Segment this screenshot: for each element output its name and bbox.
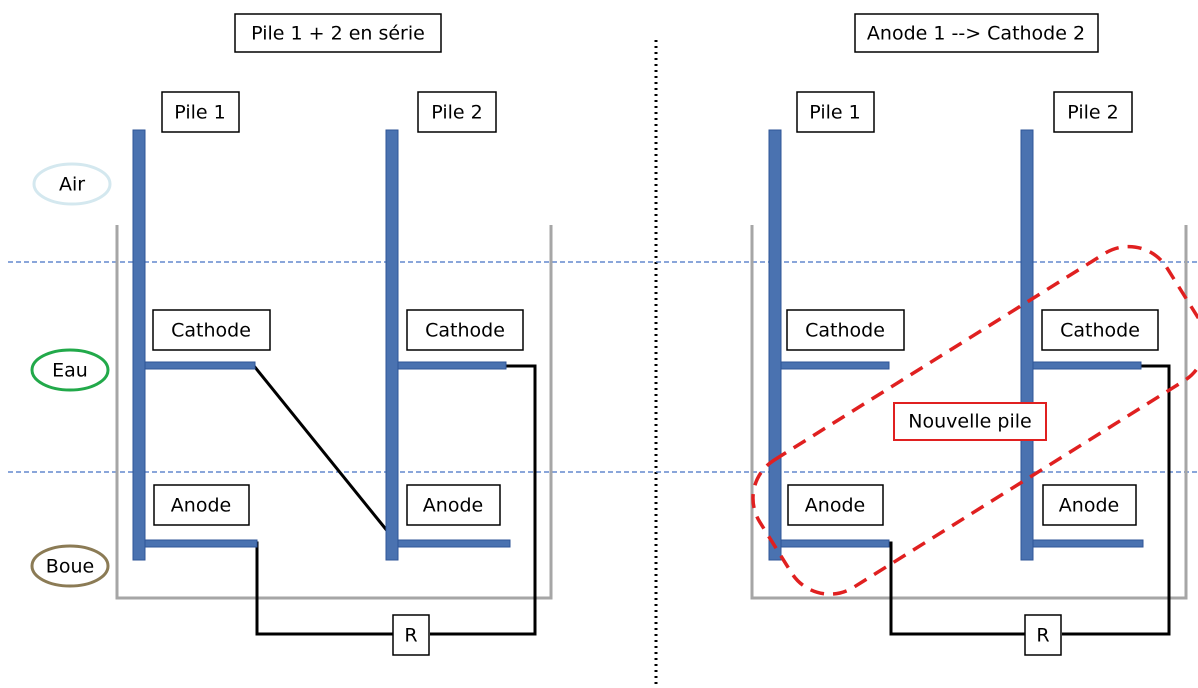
left-anode1-box xyxy=(153,484,250,526)
right-anode1-label: Anode xyxy=(805,495,865,517)
right-anode2-label: Anode xyxy=(1059,495,1119,517)
new-cell-label: Nouvelle pile xyxy=(908,411,1031,433)
air-ellipse xyxy=(32,162,112,206)
right-pile2-label: Pile 2 xyxy=(1067,102,1118,124)
water-ellipse xyxy=(30,348,110,392)
left-anode1-plate xyxy=(144,539,258,548)
new-cell-highlight xyxy=(751,244,1198,596)
left-cathode1-label: Cathode xyxy=(171,320,251,342)
right-title: Anode 1 --> Cathode 2 xyxy=(867,23,1085,45)
layer-legend: Air Eau Boue xyxy=(30,162,112,588)
left-anode2-label: Anode xyxy=(423,495,483,517)
right-cathode2-label: Cathode xyxy=(1060,320,1140,342)
left-cathode2-plate xyxy=(397,361,507,370)
right-anode2-box xyxy=(1042,484,1137,526)
right-cathode2-box xyxy=(1041,309,1159,351)
left-pile2-box xyxy=(417,91,497,133)
right-resistor-label: R xyxy=(1036,625,1049,647)
left-cathode1-plate xyxy=(144,361,256,370)
left-wire-r-to-cathode2 xyxy=(430,364,537,636)
left-title-box xyxy=(234,13,442,53)
left-pile2-label: Pile 2 xyxy=(431,102,482,124)
left-anode1-label: Anode xyxy=(171,495,231,517)
right-anode1-box xyxy=(787,484,884,526)
right-pile2-box xyxy=(1053,91,1133,133)
left-panel: Pile 1 + 2 en série Pile 1 Pile 2 Cathod… xyxy=(115,13,553,656)
water-label: Eau xyxy=(52,360,88,382)
left-cathode1-box xyxy=(152,309,271,351)
left-pile1-box xyxy=(161,91,240,133)
right-pile1-rod xyxy=(768,129,782,561)
right-title-box xyxy=(854,13,1099,53)
right-cathode1-label: Cathode xyxy=(805,320,885,342)
right-panel: Anode 1 --> Cathode 2 Pile 1 Pile 2 Cath… xyxy=(750,13,1198,656)
right-cathode1-plate xyxy=(780,361,890,370)
right-pile1-label: Pile 1 xyxy=(809,102,860,124)
new-cell-box xyxy=(893,402,1047,441)
left-title: Pile 1 + 2 en série xyxy=(251,23,425,45)
right-resistor-box xyxy=(1024,614,1062,656)
left-anode2-plate xyxy=(397,539,511,548)
left-wire-anode1-to-r xyxy=(254,541,395,636)
left-series-wire xyxy=(252,365,399,544)
right-tank xyxy=(750,225,1188,600)
left-resistor-box xyxy=(392,614,430,656)
left-resistor-label: R xyxy=(404,625,417,647)
right-pile2-rod xyxy=(1020,129,1034,561)
left-pile1-label: Pile 1 xyxy=(174,102,225,124)
left-anode2-box xyxy=(406,484,501,526)
left-cathode2-box xyxy=(406,309,524,351)
left-pile1-rod xyxy=(132,129,146,561)
right-anode1-plate xyxy=(780,539,890,548)
right-cathode2-plate xyxy=(1032,361,1142,370)
right-pile1-box xyxy=(796,91,875,133)
air-label: Air xyxy=(59,174,85,196)
right-wire-r-to-cathode2 xyxy=(1062,364,1171,636)
right-anode2-plate xyxy=(1032,539,1144,548)
left-pile2-rod xyxy=(385,129,399,561)
mud-ellipse xyxy=(30,544,110,588)
right-cathode1-box xyxy=(786,309,905,351)
left-cathode2-label: Cathode xyxy=(425,320,505,342)
mud-label: Boue xyxy=(46,556,94,578)
right-wire-anode1-to-r xyxy=(889,541,1025,636)
left-tank xyxy=(115,225,553,600)
